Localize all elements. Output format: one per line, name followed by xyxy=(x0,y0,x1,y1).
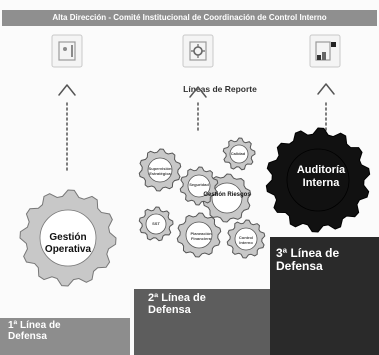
top-banner: Alta Dirección - Comité Institucional de… xyxy=(2,10,377,26)
financial-planning-gear xyxy=(176,212,222,258)
internal-control-gear xyxy=(226,219,266,259)
third-defense-bar xyxy=(270,237,379,355)
second-defense-label: 2ª Línea de Defensa xyxy=(148,292,206,316)
audit-arrow xyxy=(317,83,335,95)
document-icon xyxy=(51,34,83,68)
quality-gear xyxy=(222,137,256,171)
internal-control-label: Control Interno xyxy=(238,235,254,245)
first-defense-label: 1ª Línea de Defensa xyxy=(8,320,61,342)
audit-gear xyxy=(265,127,371,233)
first-line-gear xyxy=(19,189,117,287)
security-label: Seguridad xyxy=(189,182,209,187)
first-defense-bar xyxy=(0,318,130,355)
second-defense-bar xyxy=(134,289,274,355)
gear-document-icon xyxy=(182,34,214,68)
financial-planning-label: Planeación Financiera xyxy=(190,231,212,241)
supervision-gear xyxy=(138,148,182,192)
internal-audit-label: Auditoría Interna xyxy=(296,164,346,190)
risk-arrow xyxy=(189,86,207,98)
security-gear xyxy=(179,166,219,206)
risk-management-label: Gestión Riesgos xyxy=(203,192,251,198)
operational-management-label: Gestión Operativa xyxy=(44,232,92,255)
reporting-lines-title: Líneas de Reporte xyxy=(183,84,257,94)
chart-document-icon xyxy=(309,34,341,68)
strategic-supervision-label: Supervisión Estratégica xyxy=(148,166,172,176)
sst-label: SST xyxy=(152,221,160,226)
quality-label: Calidad xyxy=(230,151,246,156)
operations-arrow xyxy=(58,84,76,96)
sst-gear xyxy=(138,206,174,242)
third-defense-label: 3ª Línea de Defensa xyxy=(276,246,340,273)
